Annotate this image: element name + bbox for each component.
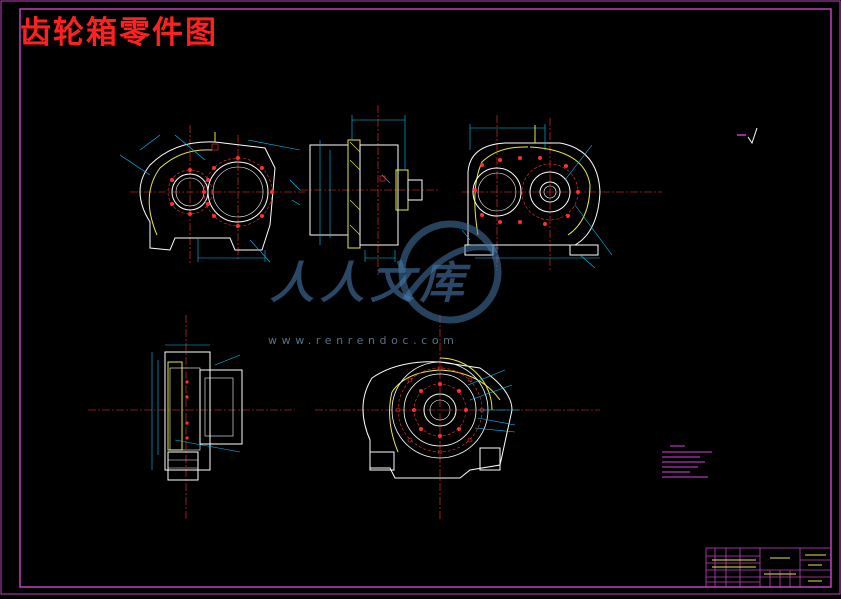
- side-view: [300, 105, 440, 275]
- surface-roughness-icon: [737, 127, 758, 145]
- section-view: [315, 315, 600, 520]
- watermark-logo-icon: [398, 220, 502, 324]
- front-view: [119, 125, 305, 265]
- technical-notes: [662, 445, 712, 478]
- drawing-title: 齿轮箱零件图: [20, 15, 218, 51]
- watermark-url: www.renrendoc.com: [268, 334, 459, 347]
- title-block: [705, 547, 832, 588]
- watermark-text: 人人文库: [270, 258, 470, 309]
- top-view: [88, 315, 295, 520]
- rear-view: [461, 115, 662, 272]
